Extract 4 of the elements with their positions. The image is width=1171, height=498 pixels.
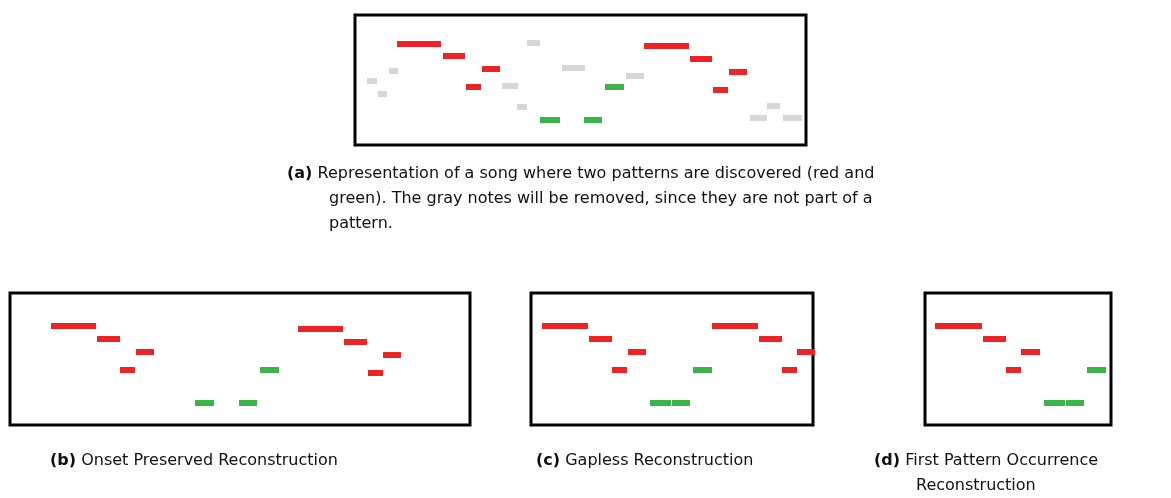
figure-caption: (c) Gapless Reconstruction <box>536 449 755 471</box>
figure-caption: (b) Onset Preserved Reconstruction <box>50 449 339 471</box>
figure-caption: (a) Representation of a song where two patterns are discovered (red and green). The gray notes will be removed, since they are not part of a pattern. <box>287 162 876 234</box>
figure-caption: (d) First Pattern Occurrence Reconstruction <box>874 449 1100 496</box>
